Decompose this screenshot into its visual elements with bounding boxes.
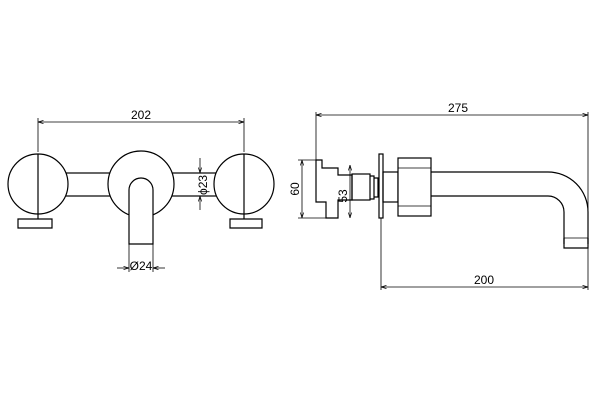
dimension-60-label: 60 [288, 182, 302, 196]
dimension-phi24-label: Ø24 [130, 259, 153, 273]
spout-collar-neck [382, 171, 399, 203]
front-view: 202 ϕ23 Ø24 [7, 108, 275, 273]
wall-plate [378, 153, 384, 219]
threaded-section [370, 175, 379, 200]
dimension-phi23-label: ϕ23 [196, 175, 210, 195]
centre-spout [107, 150, 175, 245]
dimension-200-label: 200 [474, 273, 494, 287]
spout-body [128, 177, 154, 245]
right-handle [213, 153, 275, 229]
dimension-53-label: 53 [336, 189, 350, 203]
spout-outlet [563, 238, 589, 249]
spout-collar [397, 157, 432, 217]
right-handle-lever [229, 184, 263, 229]
dimension-202-label: 202 [131, 108, 151, 122]
dimension-275-label: 275 [448, 101, 468, 115]
left-handle-lever [17, 184, 53, 229]
side-view: 275 200 60 53 [288, 101, 589, 290]
left-handle [7, 153, 69, 229]
valve-body [315, 159, 353, 219]
spout-tube [431, 171, 589, 244]
valve-cartridge [351, 173, 371, 201]
